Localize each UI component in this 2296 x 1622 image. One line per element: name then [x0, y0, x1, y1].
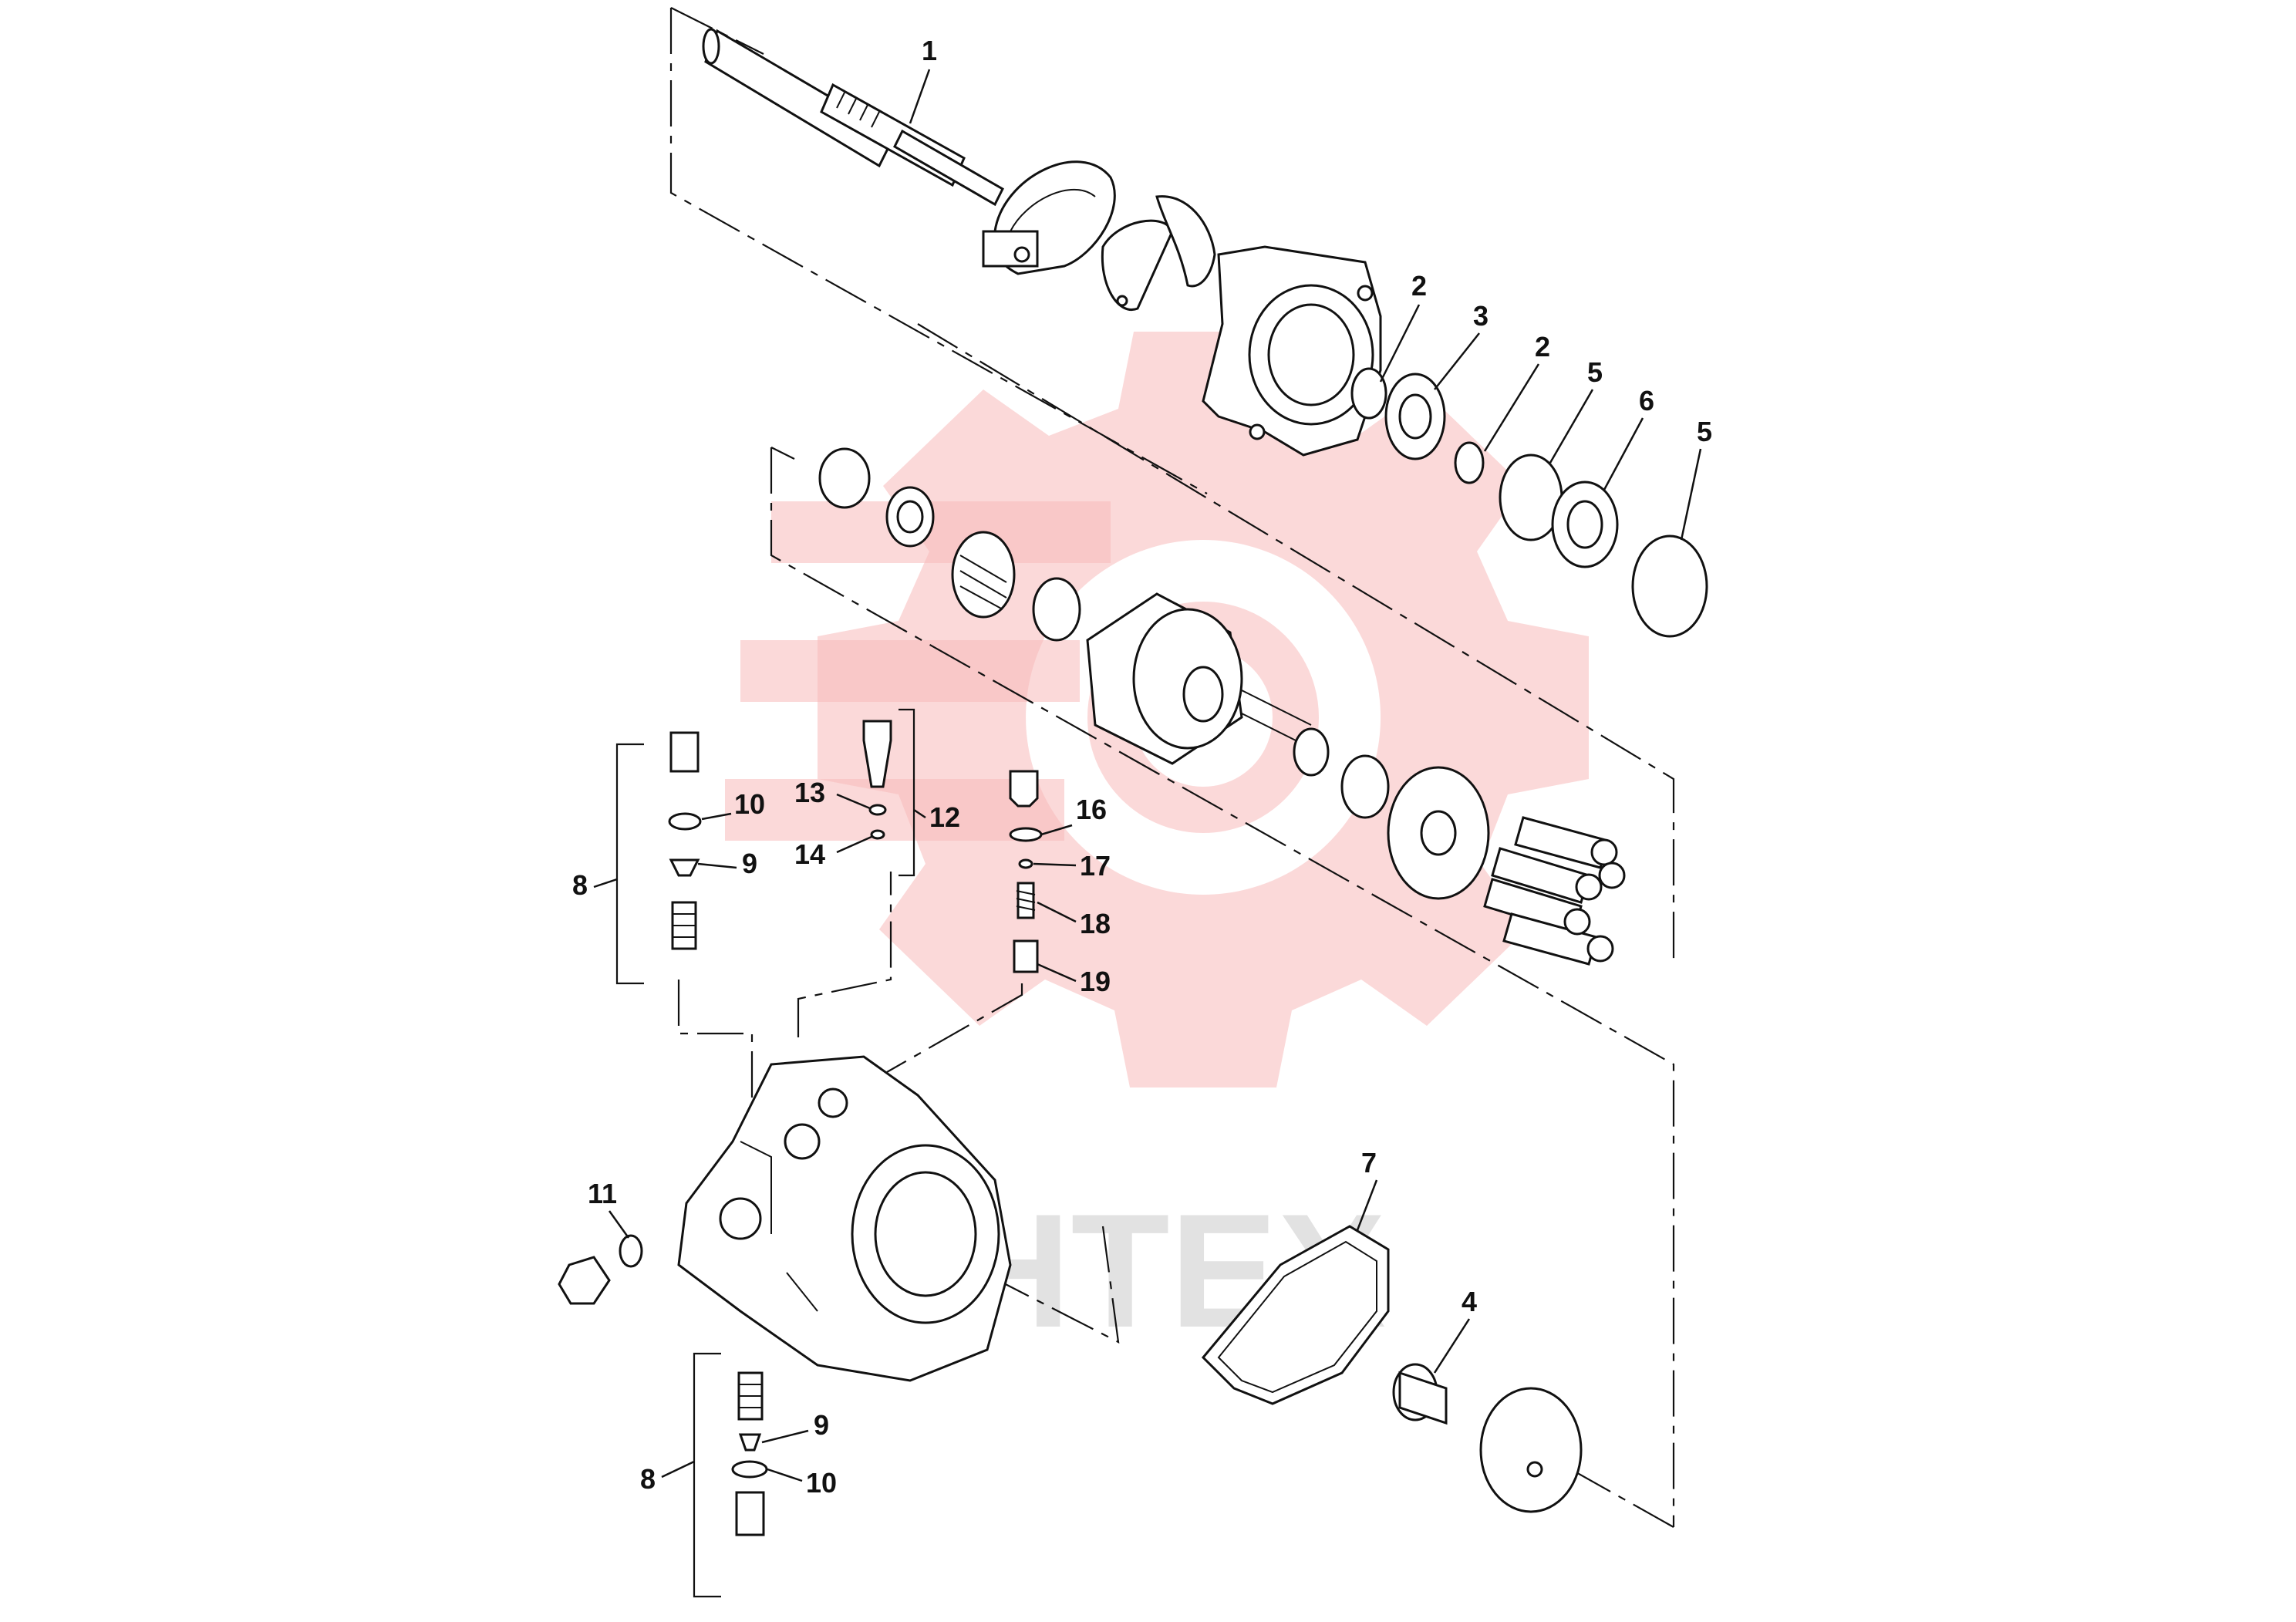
- needle-bearing: [1392, 1363, 1448, 1425]
- relief-valve-lower: [693, 1352, 768, 1598]
- callout-16: 16: [1040, 794, 1107, 836]
- svg-text:19: 19: [1080, 966, 1111, 997]
- plug-assembly-12: [862, 708, 915, 877]
- svg-text:5: 5: [1697, 416, 1712, 447]
- drain-plug: [558, 1234, 643, 1305]
- callout-4: 4: [1433, 1286, 1477, 1374]
- svg-text:11: 11: [588, 1178, 617, 1209]
- svg-text:2: 2: [1535, 331, 1550, 363]
- callout-17: 17: [1033, 850, 1111, 882]
- svg-text:13: 13: [794, 777, 825, 808]
- callout-8b: 8: [640, 1460, 695, 1495]
- callout-9b: 9: [761, 1409, 829, 1444]
- callout-11: 11: [588, 1178, 630, 1239]
- svg-text:6: 6: [1639, 385, 1654, 416]
- gasket: [1201, 1225, 1390, 1405]
- svg-text:1: 1: [922, 35, 937, 66]
- callouts: 1 2 3 2 5 6 5 10: [572, 35, 1712, 1499]
- svg-text:16: 16: [1076, 794, 1107, 825]
- drive-shaft: [702, 28, 1004, 207]
- svg-text:9: 9: [814, 1409, 829, 1441]
- piston-set: [1483, 816, 1626, 966]
- callout-18: 18: [1037, 901, 1111, 939]
- callout-6: 6: [1603, 385, 1654, 491]
- callout-5a: 5: [1549, 356, 1603, 464]
- swash-bearing-halves: [1101, 195, 1216, 311]
- assembly-centerlines: [669, 7, 1675, 1528]
- callout-12: 12: [913, 801, 960, 833]
- callout-2b: 2: [1483, 331, 1550, 452]
- relief-valve-upper: [615, 731, 702, 985]
- callout-5b: 5: [1680, 416, 1712, 541]
- svg-text:18: 18: [1080, 908, 1111, 939]
- svg-text:10: 10: [806, 1467, 837, 1499]
- callout-9a: 9: [697, 848, 757, 879]
- svg-text:8: 8: [640, 1463, 656, 1495]
- main-housing: [677, 1055, 1012, 1382]
- svg-text:3: 3: [1473, 300, 1489, 332]
- svg-text:10: 10: [734, 788, 765, 820]
- cylinder-block-stack: [818, 447, 1490, 900]
- callout-7: 7: [1356, 1147, 1378, 1231]
- svg-text:7: 7: [1361, 1147, 1377, 1179]
- svg-text:8: 8: [572, 869, 588, 901]
- callout-10a: 10: [701, 788, 765, 821]
- svg-text:12: 12: [929, 801, 960, 833]
- upper-bearing-stack: [1350, 367, 1708, 638]
- svg-text:9: 9: [742, 848, 757, 879]
- callout-10b: 10: [767, 1467, 837, 1499]
- callout-14: 14: [794, 835, 872, 870]
- front-housing: [1202, 245, 1382, 457]
- swash-plate: [982, 160, 1116, 275]
- valve-plate: [1479, 1387, 1583, 1513]
- callout-1: 1: [909, 35, 937, 124]
- svg-text:17: 17: [1080, 850, 1111, 882]
- callout-3: 3: [1434, 300, 1489, 390]
- callout-19: 19: [1037, 963, 1111, 997]
- callout-8a: 8: [572, 869, 618, 901]
- svg-text:4: 4: [1462, 1286, 1477, 1317]
- svg-text:2: 2: [1411, 270, 1427, 302]
- callout-13: 13: [794, 777, 871, 810]
- check-valve-assembly: [1009, 770, 1043, 973]
- callout-2a: 2: [1379, 270, 1427, 383]
- svg-text:14: 14: [794, 838, 825, 870]
- svg-text:5: 5: [1587, 356, 1603, 388]
